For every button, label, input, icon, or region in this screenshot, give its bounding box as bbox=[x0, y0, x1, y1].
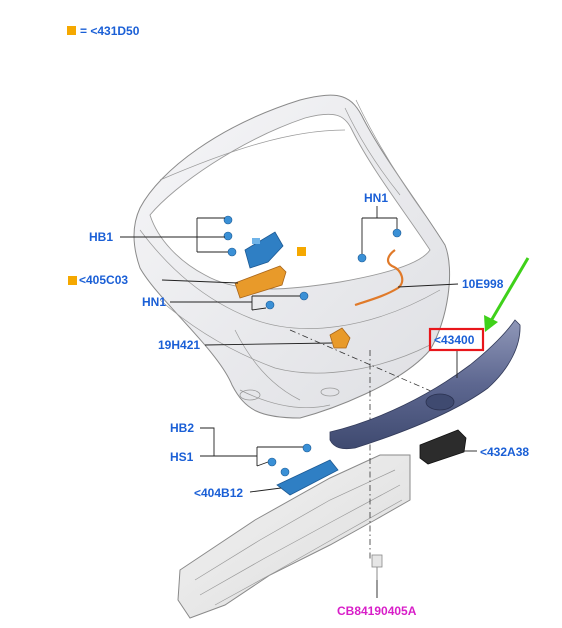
label-hn1-left: HN1 bbox=[142, 295, 166, 309]
part-19h421 bbox=[329, 327, 351, 349]
label-hn1-top: HN1 bbox=[364, 191, 388, 205]
hb1-bracket-assembly bbox=[223, 215, 306, 269]
reinforcement-beam bbox=[177, 454, 411, 619]
label-405c03: <405C03 bbox=[79, 273, 128, 287]
label-19h421: 19H421 bbox=[158, 338, 200, 352]
legend-swatch bbox=[67, 26, 76, 35]
label-hb2: HB2 bbox=[170, 421, 194, 435]
moulding-emblem-recess bbox=[425, 393, 455, 411]
label-405c03-marker bbox=[68, 276, 77, 285]
label-hs1: HS1 bbox=[170, 450, 194, 464]
hn1-left-clip-1 bbox=[299, 291, 309, 301]
highlight-box-43400 bbox=[428, 327, 485, 352]
label-10e998: 10E998 bbox=[462, 277, 504, 291]
part-405c03 bbox=[234, 265, 287, 299]
part-43400-moulding bbox=[329, 319, 521, 450]
liftgate-panel bbox=[133, 94, 451, 419]
part-10e998-harness bbox=[354, 249, 404, 307]
part-404b12-assembly bbox=[267, 443, 339, 496]
hn1-left-clip-2 bbox=[265, 300, 275, 310]
legend: = <431D50 bbox=[67, 24, 140, 38]
green-arrow bbox=[484, 257, 530, 332]
leader-lines bbox=[120, 206, 477, 598]
assembly-centerline-diag bbox=[289, 329, 441, 396]
label-404b12: <404B12 bbox=[194, 486, 243, 500]
label-hb1: HB1 bbox=[89, 230, 113, 244]
drawing-id: CB84190405A bbox=[337, 604, 417, 618]
part-432a38-handle bbox=[419, 429, 467, 465]
hn1-top-clip-1 bbox=[357, 253, 367, 263]
hn1-top-clip-2 bbox=[392, 228, 402, 238]
label-432a38: <432A38 bbox=[480, 445, 529, 459]
hb1-legend-marker bbox=[297, 247, 306, 256]
legend-text: = <431D50 bbox=[80, 24, 140, 38]
label-43400: <43400 bbox=[434, 333, 475, 347]
